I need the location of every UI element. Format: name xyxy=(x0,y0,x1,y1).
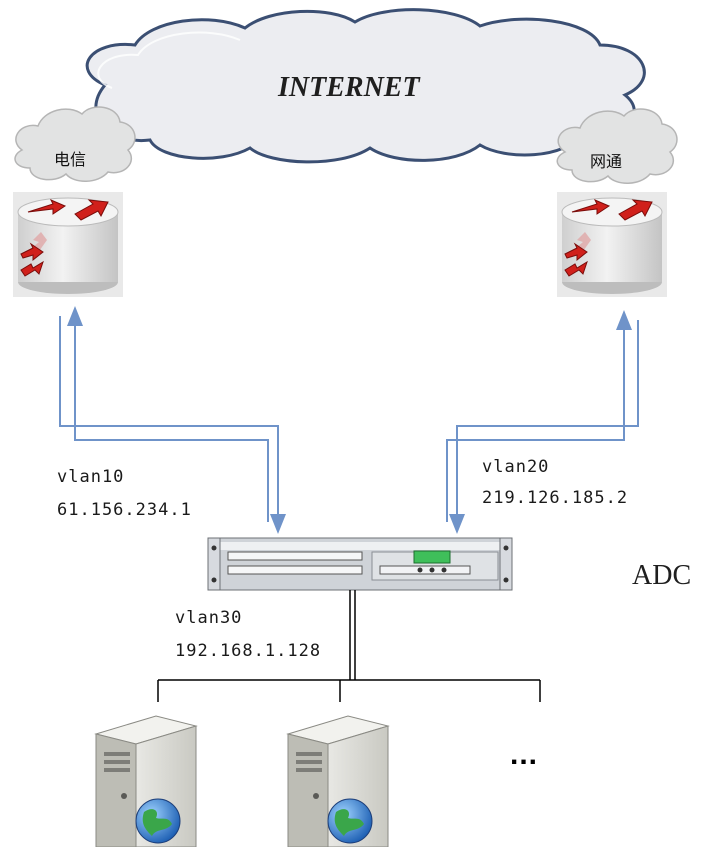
adc-appliance-icon xyxy=(207,537,513,591)
internet-label: INTERNET xyxy=(278,72,420,103)
more-servers-ellipsis: ... xyxy=(510,738,539,771)
router-left-icon xyxy=(13,192,123,297)
isp-telecom-label: 电信 xyxy=(54,150,87,169)
adc-label: ADC xyxy=(632,560,692,591)
isp-netcom-label: 网通 xyxy=(590,152,623,171)
router-right-icon xyxy=(557,192,667,297)
vlan20-ip: 219.126.185.2 xyxy=(482,488,629,508)
link-vlan20 xyxy=(446,310,639,534)
vlan30-ip: 192.168.1.128 xyxy=(175,641,322,661)
vlan20-name: vlan20 xyxy=(482,457,550,477)
server-2-icon xyxy=(286,715,390,847)
lan-backbone xyxy=(157,590,541,702)
vlan30-name: vlan30 xyxy=(175,608,243,628)
internet-cloud xyxy=(85,8,646,164)
isp-cloud-netcom xyxy=(556,108,678,184)
vlan10-name: vlan10 xyxy=(57,467,125,487)
link-vlan10 xyxy=(59,306,286,534)
vlan10-ip: 61.156.234.1 xyxy=(57,500,192,520)
isp-cloud-telecom xyxy=(14,106,136,182)
server-1-icon xyxy=(94,715,198,847)
